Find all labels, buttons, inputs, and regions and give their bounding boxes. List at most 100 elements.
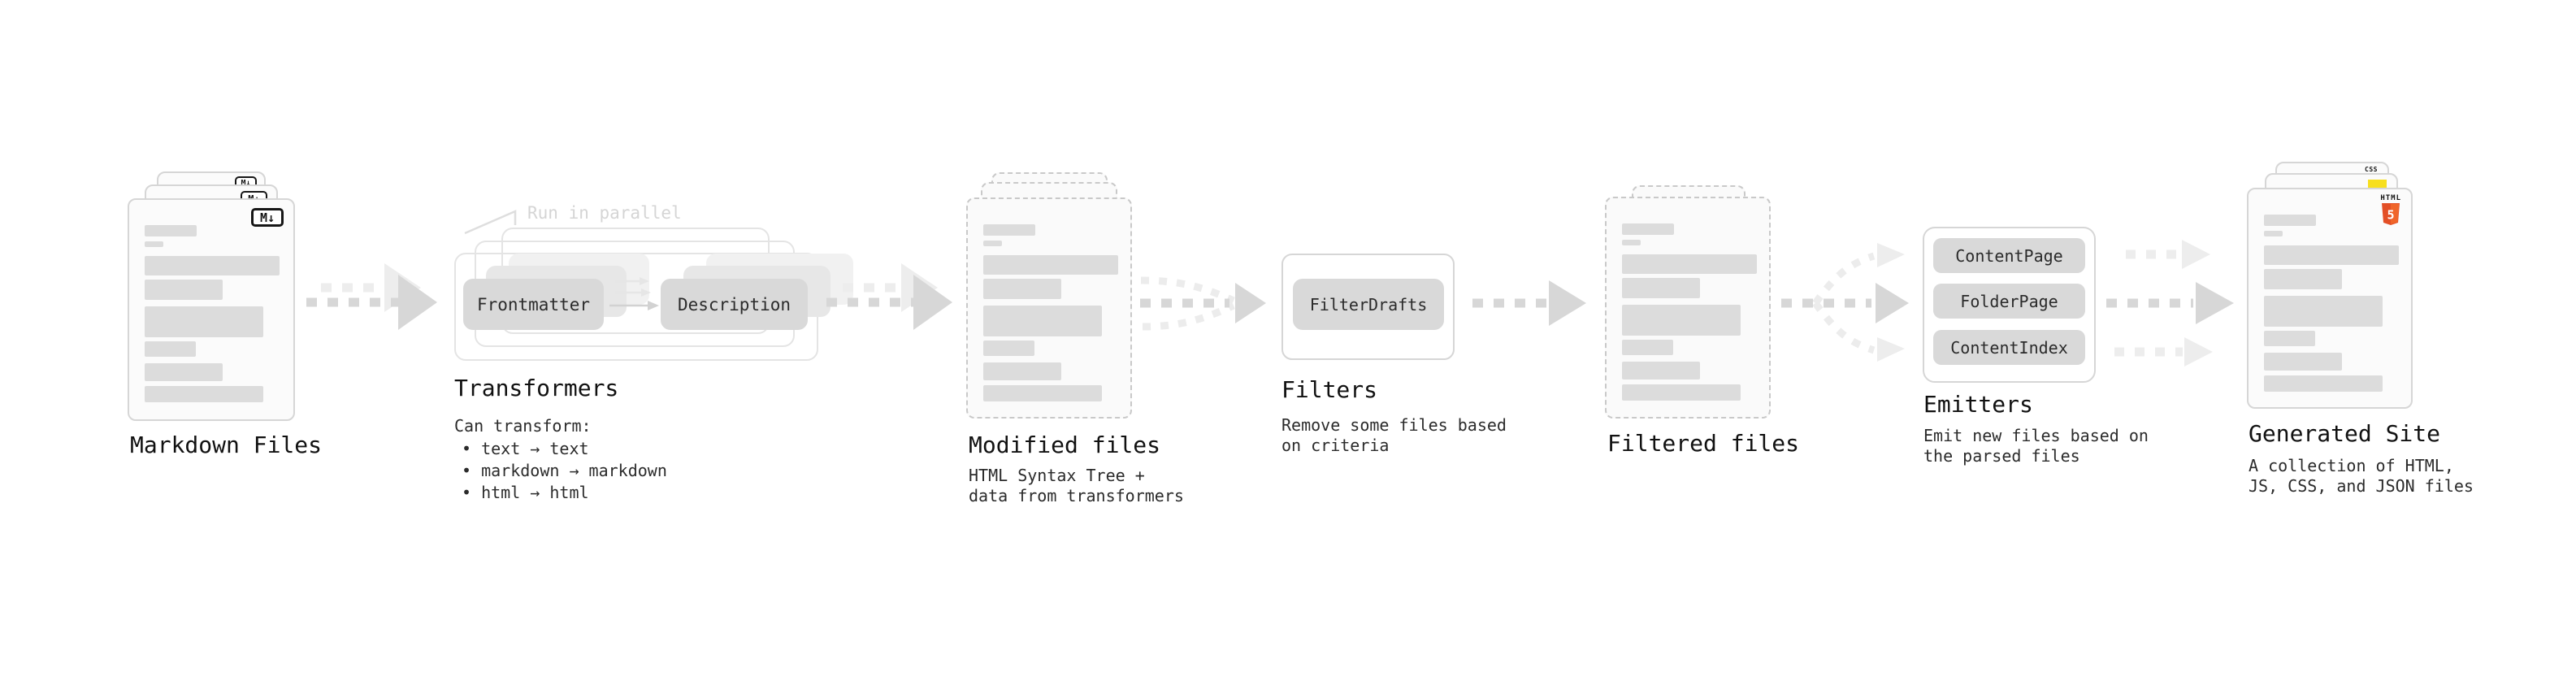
doc-placeholder-line (145, 386, 263, 402)
doc-placeholder-line (2264, 331, 2315, 346)
markdown-files-title: Markdown Files (130, 432, 323, 458)
frontmatter-pill-ghost (486, 266, 627, 317)
frontmatter-pill: Frontmatter (463, 279, 604, 330)
modified-file-card-back (991, 172, 1108, 213)
generated-site-desc-line2: JS, CSS, and JSON files (2249, 476, 2474, 496)
contentindex-pill: ContentIndex (1933, 330, 2085, 365)
doc-placeholder-line (2264, 231, 2283, 236)
transformer-layer-box-2 (475, 241, 795, 347)
modified-files-desc-line1: HTML Syntax Tree + (969, 466, 1145, 485)
callout-leader-line (464, 210, 517, 235)
flow-arrows-emitters-to-generated (2106, 240, 2234, 367)
doc-placeholder-line (1622, 223, 1674, 235)
markdown-icon-text: M↓ (248, 193, 260, 205)
generated-file-card-back: CSS (2275, 162, 2389, 210)
doc-placeholder-line (145, 280, 223, 300)
flow-arrow-filters-to-filtered (1472, 280, 1586, 326)
frontmatter-pill-ghost (509, 254, 649, 305)
doc-placeholder-line (1622, 305, 1741, 336)
transformers-title: Transformers (454, 375, 619, 401)
doc-placeholder-lines (129, 200, 293, 419)
doc-placeholder-line (2264, 353, 2342, 371)
flow-arrow-markdown-to-transformers (306, 263, 437, 330)
doc-placeholder-line (2264, 215, 2316, 226)
modified-file-card-front (966, 197, 1132, 419)
filtered-file-card-front (1605, 197, 1771, 419)
doc-placeholder-line (983, 340, 1034, 356)
fan-in-arrow-modified-to-filters (1140, 276, 1266, 331)
emitters-title: Emitters (1923, 391, 2033, 418)
transformers-bullet-3: • html → html (462, 483, 589, 502)
html5-icon: HTML 5 (2380, 195, 2401, 225)
doc-placeholder-line (1622, 254, 1757, 274)
doc-placeholder-line (983, 362, 1061, 380)
markdown-file-card-front: M↓ (128, 198, 295, 421)
doc-placeholder-line (1622, 362, 1700, 380)
run-in-parallel-annotation: Run in parallel (527, 203, 682, 223)
doc-placeholder-line (2264, 375, 2383, 392)
transformers-bullet-2: • markdown → markdown (462, 461, 667, 480)
filters-panel (1281, 254, 1455, 360)
doc-placeholder-line (2264, 245, 2399, 265)
js-icon (2368, 180, 2387, 194)
generated-site-title: Generated Site (2249, 420, 2441, 447)
doc-placeholder-line (983, 385, 1102, 401)
doc-placeholder-line (983, 224, 1035, 236)
doc-placeholder-lines (968, 199, 1130, 417)
fan-out-arrow-filtered-to-emitters (1781, 243, 1909, 362)
parallel-arrows-icon (609, 277, 659, 310)
description-pill-ghost (683, 266, 830, 317)
contentpage-pill: ContentPage (1933, 238, 2085, 273)
doc-placeholder-lines (1607, 198, 1769, 417)
doc-placeholder-line (1622, 340, 1673, 355)
doc-placeholder-lines (2249, 189, 2411, 407)
doc-placeholder-line (145, 241, 163, 247)
doc-placeholder-line (1622, 384, 1741, 401)
filters-desc-line2: on criteria (1281, 436, 1390, 455)
transformer-layer-box-3 (501, 228, 770, 334)
markdown-icon-text: M↓ (259, 210, 275, 225)
markdown-icon-text: M↓ (241, 178, 251, 188)
doc-placeholder-line (1622, 278, 1700, 298)
doc-placeholder-line (2264, 269, 2342, 289)
modified-files-title: Modified files (969, 432, 1161, 458)
generated-site-desc-line1: A collection of HTML, (2249, 456, 2454, 475)
filters-title: Filters (1281, 376, 1378, 403)
filters-desc-line1: Remove some files based (1281, 415, 1507, 435)
doc-placeholder-line (2264, 296, 2383, 327)
markdown-file-card-middle: M↓ (145, 184, 278, 241)
doc-placeholder-line (983, 241, 1002, 246)
transformers-bullet-1: • text → text (462, 439, 589, 458)
emitters-panel (1923, 227, 2096, 383)
doc-placeholder-line (983, 279, 1061, 299)
markdown-icon: M↓ (241, 191, 267, 207)
doc-placeholder-line (145, 363, 223, 381)
modified-file-card-middle (981, 182, 1117, 223)
transformer-layer-box-1 (454, 253, 818, 361)
filterdrafts-pill: FilterDrafts (1293, 279, 1444, 330)
transformers-desc-heading: Can transform: (454, 416, 592, 436)
markdown-file-card-back: M↓ (157, 171, 266, 228)
folderpage-pill: FolderPage (1933, 284, 2085, 319)
emitters-desc-line2: the parsed files (1923, 446, 2080, 466)
modified-files-desc-line2: data from transformers (969, 486, 1184, 505)
css-icon-bar (2361, 174, 2381, 177)
generated-file-card-middle (2265, 173, 2398, 222)
doc-placeholder-line (145, 256, 280, 275)
doc-placeholder-line (145, 341, 196, 357)
description-pill: Description (661, 279, 808, 330)
emitters-desc-line1: Emit new files based on (1923, 426, 2149, 445)
html5-icon-shield: 5 (2382, 203, 2400, 225)
doc-placeholder-line (145, 225, 197, 236)
doc-placeholder-line (983, 306, 1102, 336)
generated-file-card-front: HTML 5 (2247, 188, 2413, 409)
doc-placeholder-line (1622, 240, 1641, 245)
doc-placeholder-line (145, 306, 263, 337)
html5-icon-word: HTML (2380, 194, 2401, 202)
markdown-icon: M↓ (235, 176, 257, 189)
css-icon-text: CSS (2365, 166, 2378, 173)
css-icon: CSS (2361, 167, 2381, 177)
filtered-file-card-back (1632, 185, 1746, 221)
markdown-icon: M↓ (251, 208, 284, 227)
